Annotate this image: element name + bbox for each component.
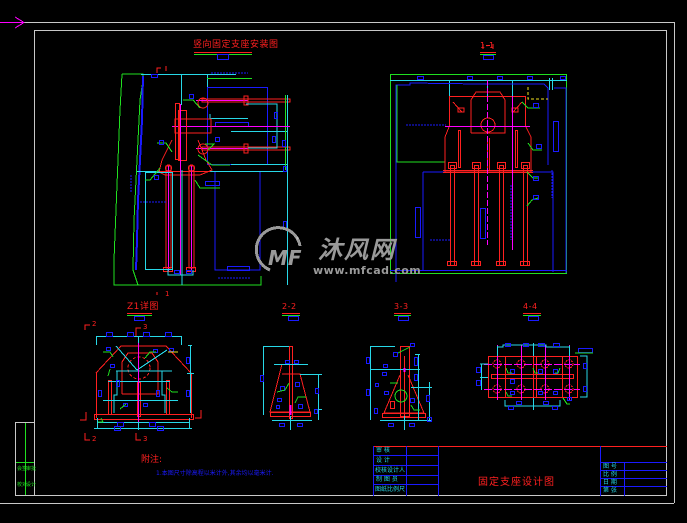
section-mark-2-top: 2 — [92, 320, 97, 328]
section-3-3-title: 3-3 — [394, 302, 409, 311]
watermark-cn-text: 沐风网 — [318, 236, 396, 264]
section-mark-2-bottom: 2 — [92, 435, 97, 443]
stamp-label-1: 会签 — [17, 466, 28, 472]
title-block-grid — [373, 446, 667, 496]
tb-label-sheet: 第 张 — [603, 487, 617, 494]
watermark-url-text: www.mfcad.com — [313, 264, 422, 277]
side-stamp-grid — [16, 423, 34, 495]
tb-label-draft: 制 图 员 — [376, 476, 398, 483]
section-mark-3-top: 3 — [143, 323, 148, 331]
note-item-1: 1.本图尺寸除高程以米计外,其余均以毫米计. — [156, 470, 274, 477]
tb-label-scale: 图纸比例尺 — [375, 486, 406, 493]
section-mark-3-bottom: 3 — [143, 435, 148, 443]
notes-heading: 附注: — [141, 455, 163, 465]
tb-label-review: 审 核 — [376, 447, 390, 454]
tb-label-ratio: 比 例 — [603, 471, 617, 478]
section-1-1-title: 1-1 — [480, 41, 495, 50]
section-4-4-view — [476, 313, 593, 410]
arrow-marker-icon — [0, 16, 25, 29]
watermark-logo-icon — [254, 226, 302, 272]
tb-label-date: 日 期 — [603, 479, 617, 486]
tb-label-drawing-no: 图 号 — [603, 463, 617, 470]
main-view-title: 竖向固定支座安装图 — [193, 40, 279, 50]
main-installation-view — [113, 52, 291, 295]
section-2-2-view — [260, 313, 322, 430]
z1-detail-title: Z1详图 — [127, 302, 159, 312]
tb-drawing-name: 固定支座设计图 — [478, 477, 555, 488]
drawing-frame — [0, 22, 675, 504]
watermark-logo-text: MF — [268, 246, 302, 270]
section-4-4-title: 4-4 — [523, 302, 538, 311]
stamp-label-2: 审批 — [26, 466, 37, 472]
section-1-1-view — [390, 44, 567, 282]
stamp-label-4: 设计 — [26, 482, 37, 488]
tb-label-check: 校核设计人 — [375, 467, 406, 474]
section-mark-1-main: 1 — [165, 290, 170, 298]
z1-detail-view — [80, 313, 202, 441]
tb-label-design: 设 计 — [376, 457, 390, 464]
section-3-3-view — [366, 313, 432, 430]
section-2-2-title: 2-2 — [282, 302, 297, 311]
stamp-label-3: 校对 — [17, 482, 28, 488]
